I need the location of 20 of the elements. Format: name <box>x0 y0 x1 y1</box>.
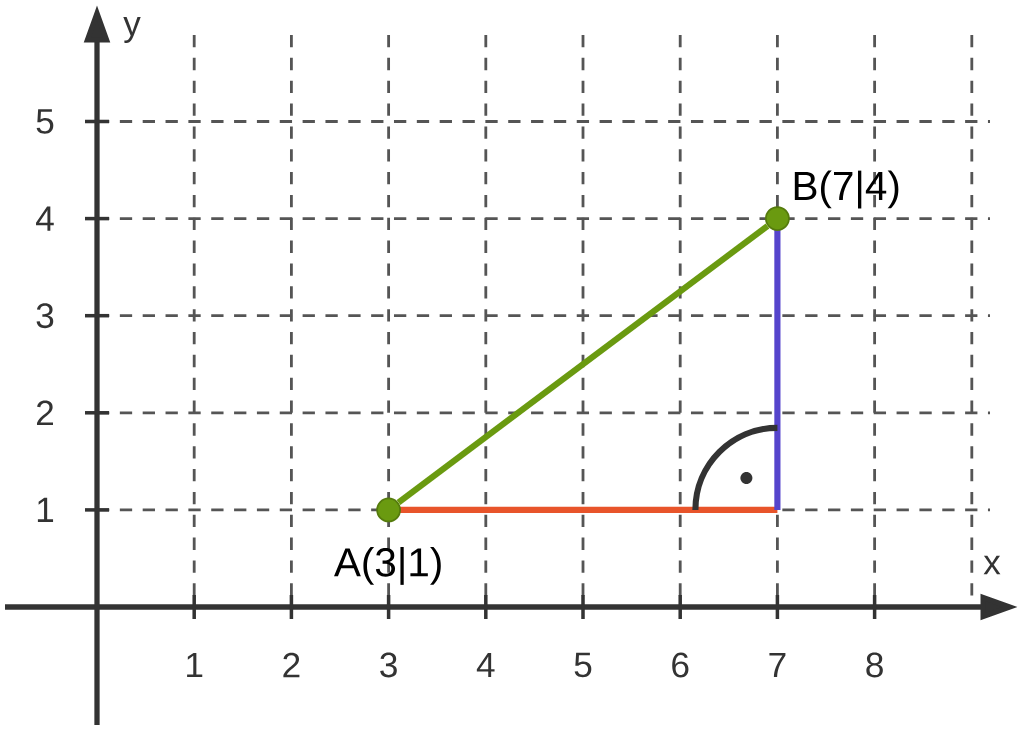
tick-label: 2 <box>283 652 300 678</box>
tick-label: 6 <box>672 652 689 678</box>
tick-label: 1 <box>187 652 203 678</box>
axis-label: x <box>983 555 1001 575</box>
tick-label: 5 <box>36 109 54 134</box>
tick-label: 3 <box>380 652 397 678</box>
point <box>765 206 790 231</box>
line-segment <box>396 223 770 505</box>
tick-label: 7 <box>769 652 786 678</box>
tick-label: 3 <box>36 303 54 329</box>
tick-label: 1 <box>37 497 54 522</box>
point <box>376 497 401 523</box>
point-label: B(7|4) <box>794 170 899 209</box>
tick-label: 2 <box>37 400 53 426</box>
tick-label: 5 <box>574 652 592 678</box>
tick-label: 8 <box>866 652 883 678</box>
axis-label: y <box>123 17 141 43</box>
tick-label: 4 <box>476 652 495 678</box>
point-label: A(3|1) <box>334 547 441 585</box>
tick-label: 4 <box>36 206 54 231</box>
